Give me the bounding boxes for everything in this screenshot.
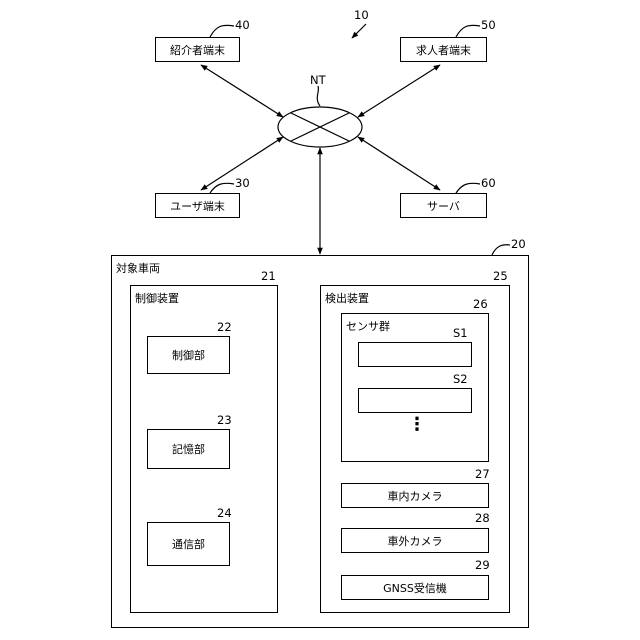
communication-unit-label: 通信部 — [172, 536, 205, 552]
user-terminal-label: ユーザ端末 — [170, 198, 225, 214]
leader-line — [456, 183, 480, 193]
control-unit-ref: 22 — [217, 320, 232, 334]
control-device-ref: 21 — [261, 269, 276, 283]
job-seeker-terminal-label: 求人者端末 — [416, 42, 471, 58]
sensor-s1-ref: S1 — [453, 326, 468, 340]
leader-line — [492, 245, 510, 255]
gnss-receiver-box: GNSS受信機 — [341, 575, 489, 600]
gnss-receiver-label: GNSS受信機 — [383, 580, 447, 596]
arrow-introducer — [201, 65, 283, 117]
arrow-server — [358, 137, 440, 190]
leader-line — [210, 183, 234, 193]
user-terminal-box: ユーザ端末 — [155, 193, 240, 218]
out-vehicle-camera-box: 車外カメラ — [341, 528, 489, 553]
server-ref: 60 — [481, 176, 496, 190]
leader-line — [210, 25, 234, 37]
sensor-s2-box — [358, 388, 472, 413]
introducer-terminal-box: 紹介者端末 — [155, 37, 240, 62]
figure-ref-arrow — [352, 24, 366, 38]
sensor-ellipsis: ⋮ — [408, 416, 426, 434]
in-vehicle-camera-label: 車内カメラ — [388, 488, 443, 504]
control-unit-box: 制御部 — [147, 336, 230, 374]
introducer-terminal-label: 紹介者端末 — [170, 42, 225, 58]
in-vehicle-camera-ref: 27 — [475, 467, 490, 481]
control-device-label: 制御装置 — [135, 293, 179, 305]
in-vehicle-camera-box: 車内カメラ — [341, 483, 489, 508]
sensor-s1-box — [358, 342, 472, 367]
out-vehicle-camera-ref: 28 — [475, 511, 490, 525]
out-vehicle-camera-label: 車外カメラ — [388, 533, 443, 549]
storage-unit-label: 記憶部 — [172, 441, 205, 457]
detection-device-label: 検出装置 — [325, 293, 369, 305]
job-seeker-terminal-ref: 50 — [481, 18, 496, 32]
leader-line — [317, 86, 320, 106]
control-unit-label: 制御部 — [172, 347, 205, 363]
sensor-group-ref: 26 — [473, 297, 488, 311]
target-vehicle-label: 対象車両 — [116, 263, 160, 275]
user-terminal-ref: 30 — [235, 176, 250, 190]
arrow-job-seeker — [358, 65, 440, 117]
storage-unit-ref: 23 — [217, 413, 232, 427]
server-box: サーバ — [400, 193, 487, 218]
gnss-receiver-ref: 29 — [475, 558, 490, 572]
target-vehicle-ref: 20 — [511, 237, 526, 251]
network-label: NT — [310, 73, 326, 87]
leader-line — [456, 25, 480, 37]
server-label: サーバ — [427, 198, 460, 214]
introducer-terminal-ref: 40 — [235, 18, 250, 32]
job-seeker-terminal-box: 求人者端末 — [400, 37, 487, 62]
detection-device-ref: 25 — [493, 269, 508, 283]
storage-unit-box: 記憶部 — [147, 429, 230, 469]
sensor-s2-ref: S2 — [453, 372, 468, 386]
communication-unit-ref: 24 — [217, 506, 232, 520]
communication-unit-box: 通信部 — [147, 522, 230, 566]
figure-ref-number: 10 — [354, 8, 369, 22]
sensor-group-label: センサ群 — [346, 321, 390, 333]
